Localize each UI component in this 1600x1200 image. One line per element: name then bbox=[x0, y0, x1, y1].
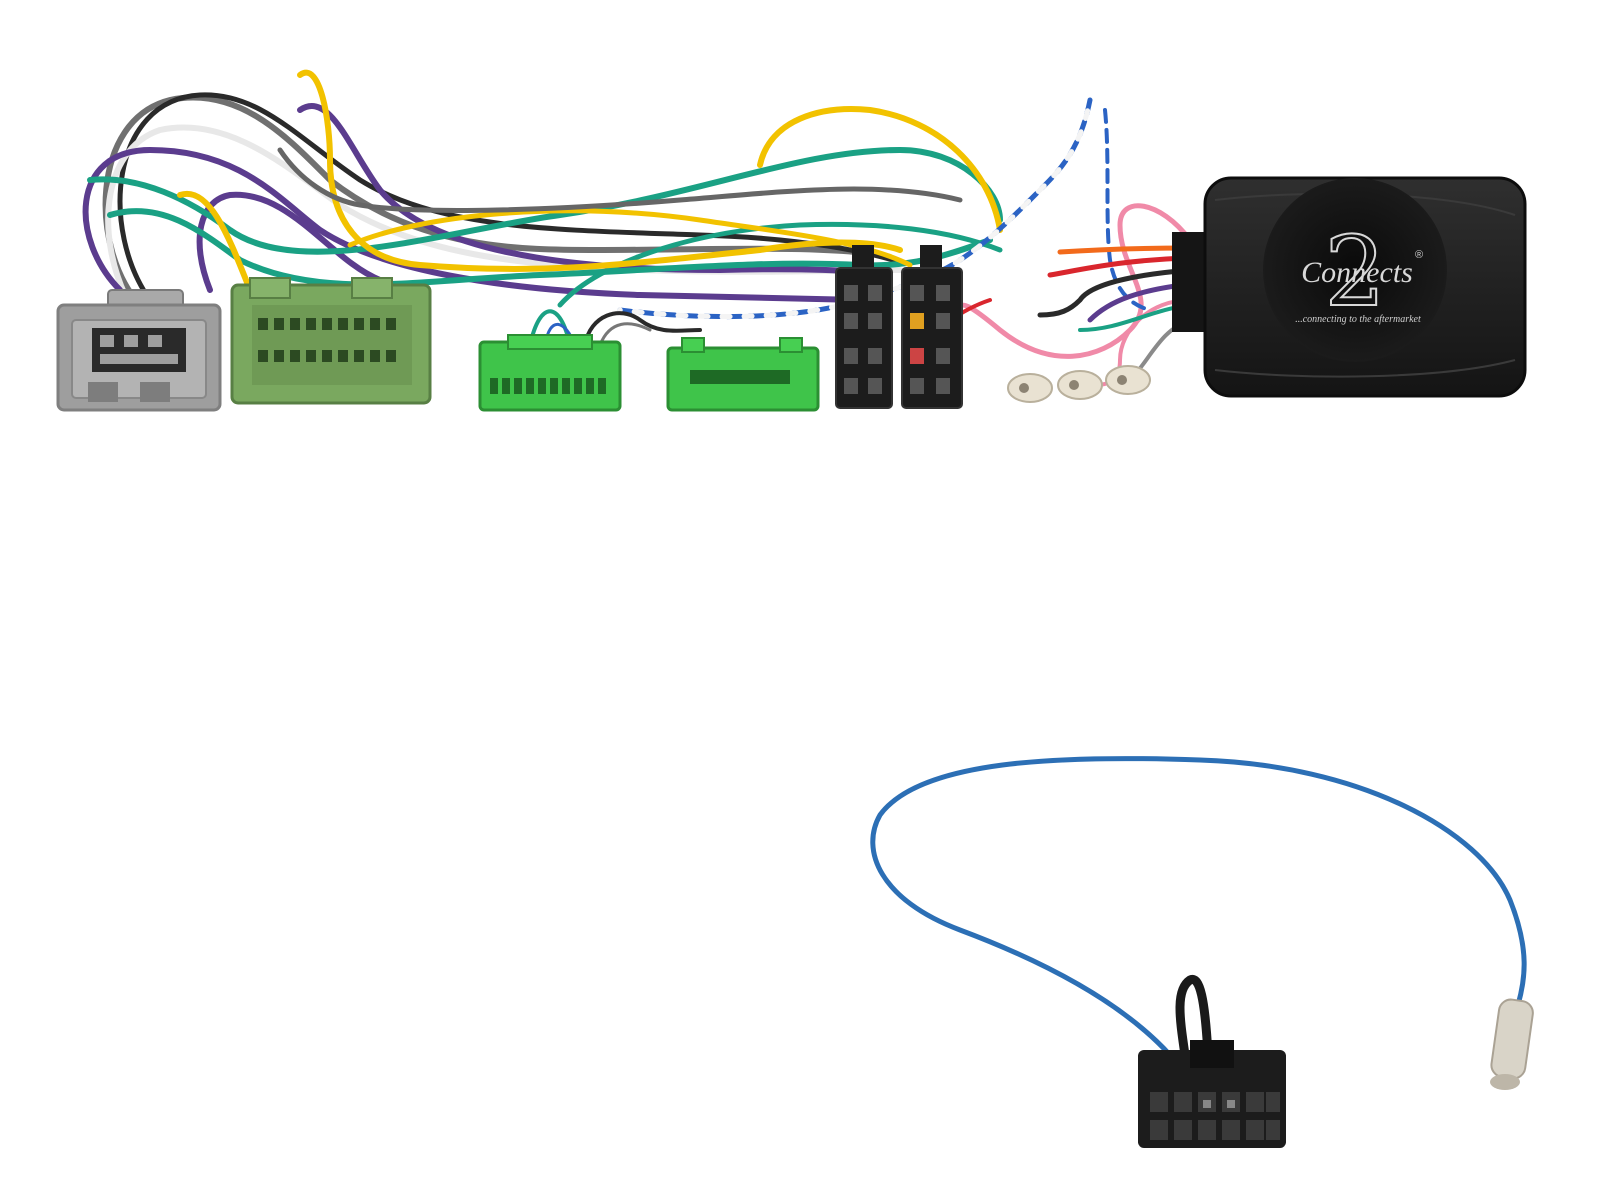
grey-wire bbox=[102, 94, 883, 308]
yellow-wire bbox=[297, 69, 903, 273]
logo-registered: ® bbox=[1415, 249, 1423, 261]
logo-digit: 2 bbox=[1324, 216, 1385, 328]
logo-tagline: ...connecting to the aftermarket bbox=[1295, 314, 1421, 325]
green-connector-small-a bbox=[478, 334, 622, 412]
green-wire-3 bbox=[557, 221, 1003, 308]
patch-bullet-socket bbox=[1490, 998, 1534, 1090]
black-wire bbox=[117, 92, 903, 303]
green-wire-2 bbox=[107, 208, 993, 288]
connects2-logo: 2 Connects ® ...connecting to the afterm… bbox=[1295, 215, 1423, 329]
green-wire bbox=[87, 146, 1003, 255]
black-patch-wire bbox=[1175, 974, 1213, 1060]
black-wire-3 bbox=[583, 311, 702, 347]
yellow-wire-3 bbox=[757, 106, 1003, 233]
bullet-terminals bbox=[1007, 365, 1151, 403]
purple-wire-2 bbox=[297, 103, 883, 278]
orange-wire bbox=[1057, 245, 1193, 255]
grey-wire-4 bbox=[598, 322, 652, 347]
black-wire-2 bbox=[1037, 267, 1193, 318]
yellow-wire-4 bbox=[347, 208, 913, 268]
green-wire-5 bbox=[528, 309, 572, 347]
purple-wire bbox=[82, 146, 863, 303]
grey-connector bbox=[56, 289, 222, 412]
white-twisted-wire bbox=[617, 97, 1093, 320]
interface-module: 2 Connects ® ...connecting to the afterm… bbox=[1172, 176, 1527, 398]
grey-wire-2 bbox=[277, 147, 963, 213]
logo-disc bbox=[1263, 178, 1447, 362]
red-wire bbox=[1047, 255, 1193, 278]
bullet-terminal bbox=[1057, 370, 1103, 400]
bullet-terminal bbox=[1007, 373, 1053, 403]
logo-brand: Connects bbox=[1301, 256, 1413, 289]
patch-connector-12pin bbox=[1138, 1040, 1286, 1148]
iso-connector-left bbox=[835, 245, 893, 409]
green-connector-large bbox=[230, 277, 432, 405]
pink-wire bbox=[957, 203, 1193, 359]
green-connector-small-b bbox=[666, 337, 820, 412]
bullet-terminal bbox=[1105, 365, 1151, 395]
blue-patch-cable bbox=[870, 756, 1527, 1058]
iso-connector-right bbox=[901, 245, 963, 409]
patch-lead bbox=[870, 756, 1534, 1148]
